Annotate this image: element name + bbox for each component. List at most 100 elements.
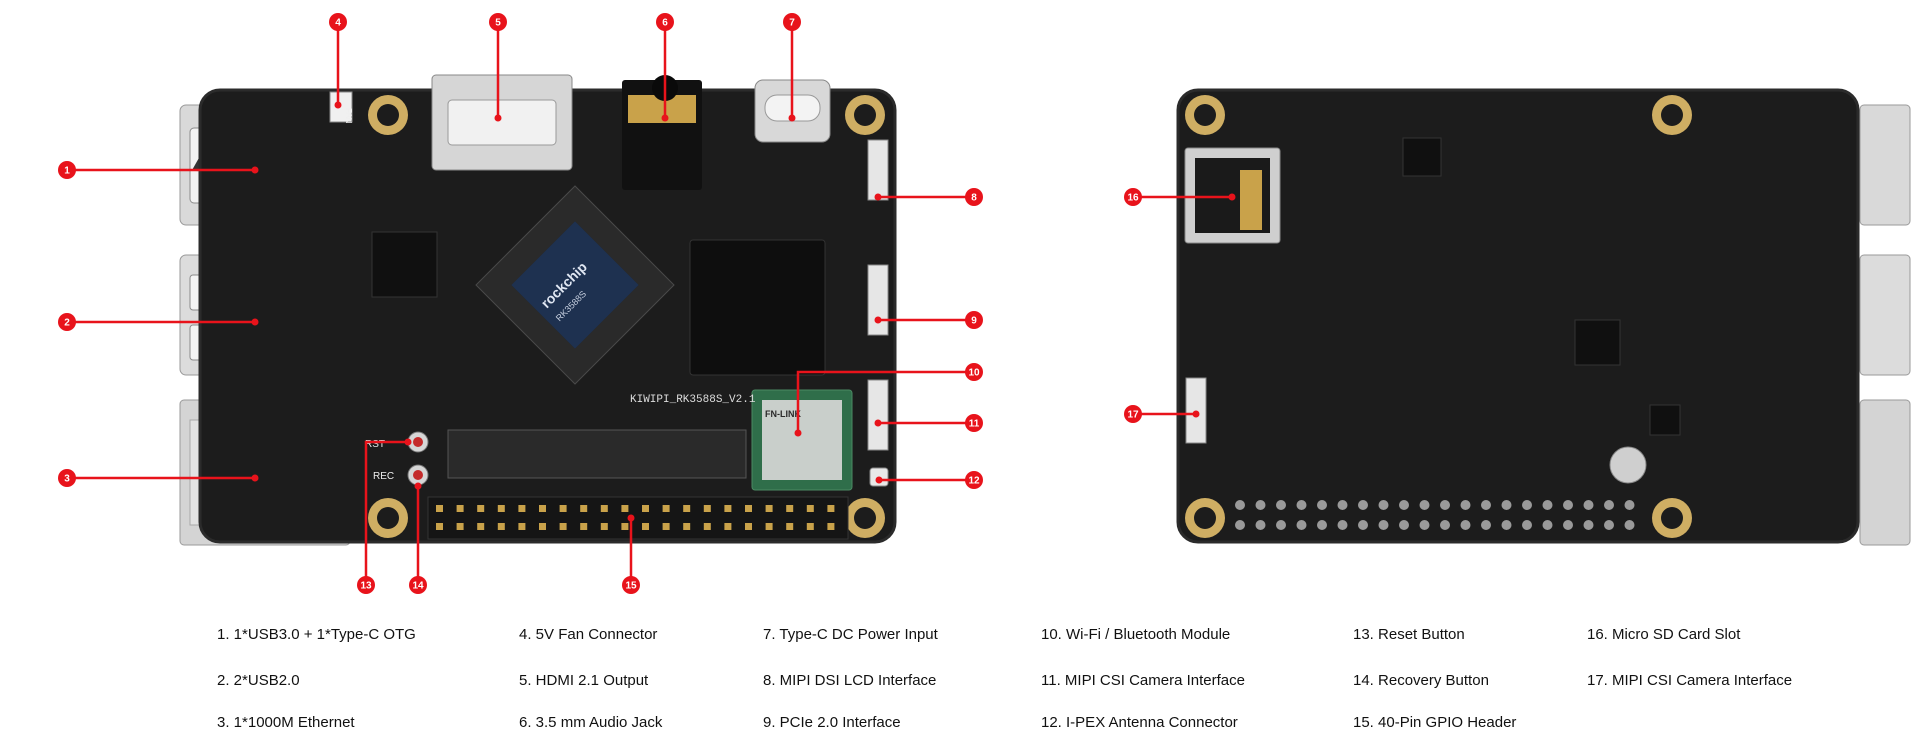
callout-endpoint	[251, 474, 259, 482]
back-pcb	[1176, 88, 1860, 544]
callout-number: 3	[64, 474, 70, 485]
callout-marker-circle	[965, 188, 983, 206]
callout-marker: 8	[965, 188, 983, 206]
gpio-pad	[1440, 520, 1450, 530]
soc-chip: rockchip RK3588S	[475, 185, 675, 385]
gpio-pad	[1255, 500, 1266, 510]
gpio-pad	[1317, 500, 1327, 510]
callout-number: 11	[969, 419, 980, 430]
gpio-pin	[456, 505, 464, 512]
gpio-pin	[518, 523, 526, 530]
gpio-pin	[827, 523, 835, 530]
callout-number: 10	[968, 368, 980, 379]
gpio-pin	[703, 523, 711, 530]
gpio-pin	[642, 505, 649, 512]
gpio-pad	[1460, 500, 1471, 510]
callout-number: 2	[64, 318, 70, 329]
callout-endpoint	[627, 514, 635, 522]
gpio-pad	[1460, 520, 1471, 530]
gpio-pad	[1337, 500, 1348, 510]
gpio-pad	[1358, 520, 1368, 530]
callout-marker-circle	[622, 576, 640, 594]
callout-marker-circle	[965, 363, 983, 381]
callout-endpoint	[251, 166, 259, 174]
callout-marker: 17	[1124, 405, 1142, 423]
callout-number: 12	[968, 476, 980, 487]
rst-label: RST	[365, 439, 385, 450]
gpio-pad	[1419, 520, 1430, 530]
callout-marker-circle	[656, 13, 674, 31]
gpio-pad	[1522, 520, 1532, 530]
callout-marker-circle	[1124, 405, 1142, 423]
callout-marker-circle	[58, 161, 76, 179]
callout-number: 5	[495, 18, 501, 29]
gpio-pad	[1378, 520, 1389, 530]
gpio-pin	[662, 505, 670, 512]
gpio-pad	[1399, 520, 1409, 530]
gpio-pin	[621, 505, 629, 512]
callout-endpoint	[874, 419, 882, 427]
callout-marker: 12	[965, 471, 983, 489]
back-gpio-pads	[1235, 500, 1635, 530]
callout-endpoint	[874, 193, 882, 201]
callout-lines	[67, 22, 1236, 585]
gpio-pad	[1481, 520, 1491, 530]
gpio-pin	[580, 505, 588, 512]
callout-endpoint	[661, 114, 669, 122]
callout-marker-circle	[329, 13, 347, 31]
callout-marker: 15	[622, 576, 640, 594]
callout-endpoint	[875, 476, 883, 484]
callout-marker-circle	[489, 13, 507, 31]
gpio-pin	[724, 505, 732, 512]
gpio-pad	[1481, 500, 1491, 510]
gpio-pad	[1542, 520, 1553, 530]
gpio-pad	[1501, 520, 1512, 530]
callout-marker-circle	[58, 469, 76, 487]
callout-line	[364, 440, 408, 585]
gpio-pad	[1337, 520, 1348, 530]
gpio-pin	[745, 505, 752, 512]
callout-marker: 4	[329, 13, 347, 31]
fan-connector	[329, 91, 353, 123]
ram-chip	[689, 239, 826, 376]
callout-marker: 3	[58, 469, 76, 487]
gpio-pad	[1583, 520, 1594, 530]
callout-marker: 6	[656, 13, 674, 31]
callout-number: 4	[335, 18, 341, 29]
rec-label: REC	[373, 471, 394, 482]
gpio-pins	[436, 505, 835, 530]
callout-marker-circle	[965, 471, 983, 489]
callout-marker-circle	[409, 576, 427, 594]
callout-number: 17	[1127, 410, 1139, 421]
gpio-pin	[827, 505, 835, 512]
callout-endpoint	[404, 438, 412, 446]
gpio-pad	[1563, 500, 1573, 510]
gpio-pin	[456, 523, 464, 530]
callout-number: 13	[360, 581, 372, 592]
callout-marker-circle	[58, 313, 76, 331]
gpio-pad	[1235, 500, 1245, 510]
gpio-pin	[724, 523, 732, 530]
callout-marker: 2	[58, 313, 76, 331]
gpio-pin	[765, 523, 773, 530]
gpio-pin	[662, 523, 670, 530]
gpio-pin	[786, 505, 794, 512]
callout-number: 1	[64, 166, 70, 177]
gpio-pad	[1419, 500, 1430, 510]
callout-endpoint	[874, 316, 882, 324]
gpio-pad	[1624, 520, 1635, 530]
callout-endpoint	[414, 482, 422, 490]
gpio-pad	[1276, 500, 1286, 510]
gpio-pad	[1276, 520, 1286, 530]
gpio-pad	[1317, 520, 1327, 530]
gpio-pad	[1604, 520, 1614, 530]
callout-number: 14	[412, 581, 424, 592]
gpio-header	[427, 496, 849, 540]
callout-endpoint	[788, 114, 796, 122]
mipi-dsi-connector	[867, 139, 889, 201]
gpio-pin	[806, 505, 814, 512]
gpio-pad	[1296, 500, 1307, 510]
gpio-pin	[703, 505, 711, 512]
gpio-pad	[1501, 500, 1512, 510]
